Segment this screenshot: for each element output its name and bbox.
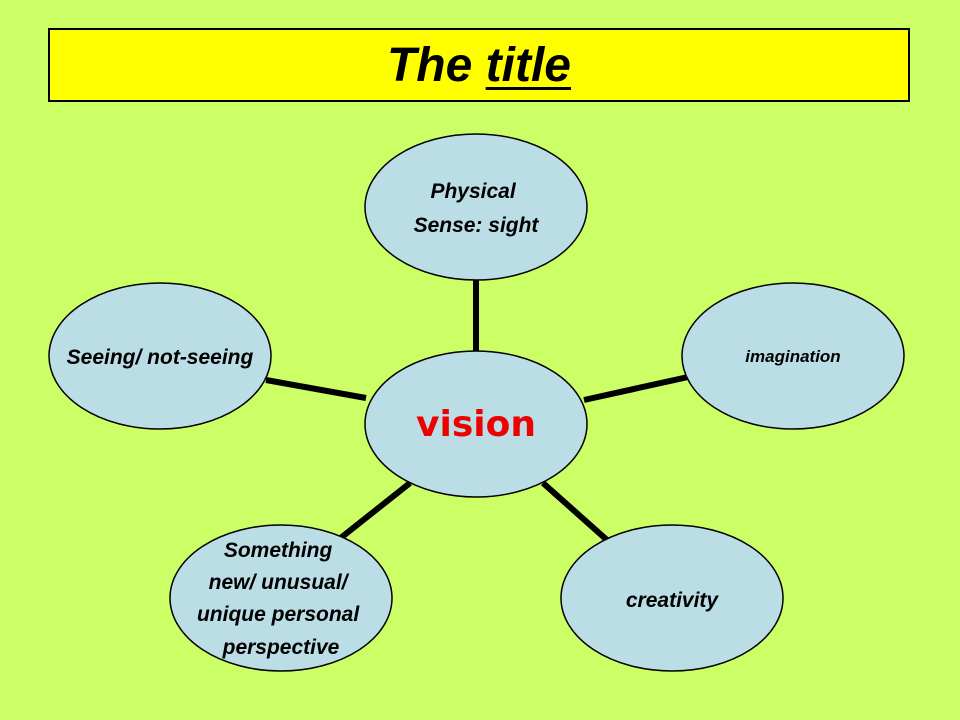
title-prefix: The xyxy=(386,38,486,92)
title-box: The title xyxy=(48,28,910,102)
node-seeing-label: Seeing/ not-seeing xyxy=(67,346,254,369)
connector-creativity xyxy=(541,480,609,543)
center-label: vision xyxy=(416,404,536,445)
node-physical-ellipse xyxy=(364,133,588,281)
node-physical-line-1: Physical xyxy=(430,180,516,203)
node-something-ellipse xyxy=(169,524,393,672)
node-something-line-2: new/ unusual/ xyxy=(209,571,350,594)
title-underlined-word: title xyxy=(485,38,571,92)
node-something-line-3: unique personal xyxy=(197,603,360,626)
node-seeing-ellipse xyxy=(48,282,272,430)
node-physical-line-2: Sense: sight xyxy=(414,214,540,237)
node-imagination-label: imagination xyxy=(745,347,840,366)
connectors xyxy=(265,280,689,547)
node-creativity-ellipse xyxy=(560,524,784,672)
node-seeing-line-1: Seeing/ not-seeing xyxy=(67,346,254,369)
node-physical-label: Physical Sense: sight xyxy=(414,180,540,237)
node-imagination-ellipse xyxy=(681,282,905,430)
node-creativity-line-1: creativity xyxy=(626,589,720,612)
connector-seeing xyxy=(265,377,367,401)
node-something-line-1: Something xyxy=(224,539,333,562)
node-something-label: Something new/ unusual/ unique personal … xyxy=(197,539,365,659)
connector-imagination xyxy=(583,374,689,403)
node-something-line-4: perspective xyxy=(222,636,340,659)
node-ellipses xyxy=(48,133,905,672)
node-creativity-label: creativity xyxy=(626,589,720,612)
connector-something xyxy=(331,480,412,547)
node-imagination-line-1: imagination xyxy=(745,347,840,366)
slide-title: The title xyxy=(387,38,571,93)
center-ellipse xyxy=(364,350,588,498)
